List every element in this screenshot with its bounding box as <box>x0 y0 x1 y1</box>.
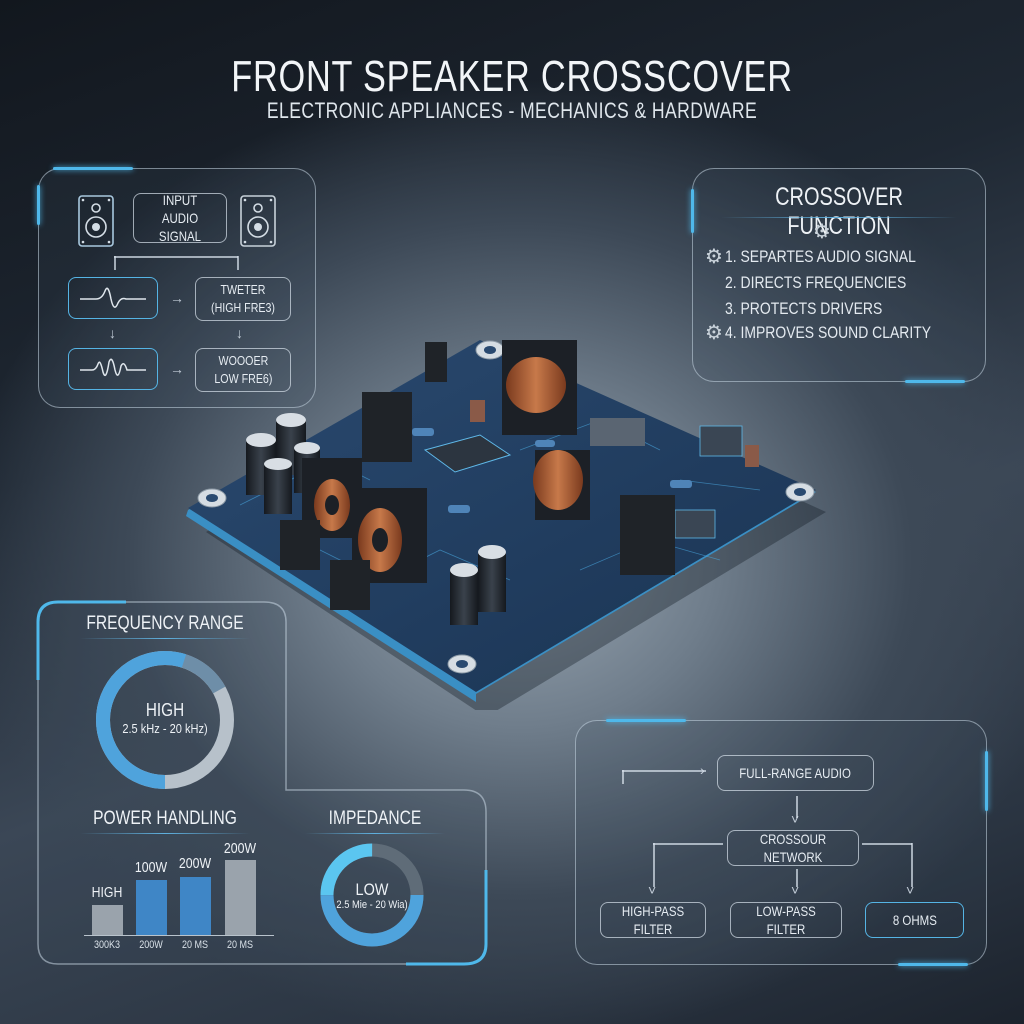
specs-panel-frame <box>36 600 488 966</box>
crossover-function-title: CROSSOVER FUNCTION <box>775 183 903 240</box>
waveform-icon <box>80 287 146 308</box>
bar <box>92 905 123 935</box>
arrow-right-icon: → <box>170 361 184 377</box>
arrow-down-icon: ˅ <box>906 882 915 898</box>
crossover-network-panel <box>575 719 988 966</box>
impedance-range-text: 2.5 Mie - 20 Wia) <box>336 899 408 911</box>
high-pass-filter-box: HIGH-PASS FILTER <box>600 902 706 938</box>
bar-value-label: 100W <box>134 859 168 876</box>
impedance-value: LOW <box>355 880 389 899</box>
arrow-down-icon: ˅ <box>648 882 657 898</box>
frequency-range-title: FREQUENCY RANGE <box>86 613 244 634</box>
function-item: 3. PROTECTS DRIVERS <box>725 299 883 318</box>
bar <box>136 880 167 935</box>
gear-icon: ⚙ <box>705 322 723 344</box>
frequency-value: HIGH <box>145 700 185 720</box>
connector-line <box>114 256 238 258</box>
crossover-function-panel: CROSSOVER FUNCTION ⚙ ⚙ 1. SEPARTES AUDIO… <box>691 168 986 383</box>
baseline <box>84 934 274 936</box>
power-handling-title: POWER HANDLING <box>93 808 237 829</box>
bar-value-label: 200W <box>223 840 257 857</box>
high-waveform-box <box>68 277 158 319</box>
title-divider <box>80 638 250 639</box>
circuit-board-illustration <box>186 340 826 710</box>
crossover-network-box: CROSSOUR NETWORK <box>727 830 859 866</box>
low-waveform-box <box>68 348 158 390</box>
arrow-right-icon: → <box>170 290 184 306</box>
page-title: FRONT SPEAKER CROSSCOVER <box>231 52 793 101</box>
arrow-down-icon: ↓ <box>236 325 243 341</box>
connector-line <box>796 796 798 818</box>
speaker-icon <box>240 195 276 247</box>
connector-line <box>862 843 912 845</box>
arrow-down-icon: ˅ <box>791 811 800 827</box>
function-item: 4. IMPROVES SOUND CLARITY <box>725 323 932 342</box>
woofer-box: WOOOER LOW FRE6) <box>195 348 291 392</box>
low-pass-filter-box: LOW-PASS FILTER <box>730 902 842 938</box>
power-bar-chart <box>84 855 274 936</box>
bar-value-label: HIGH <box>91 884 123 901</box>
bar <box>180 877 211 935</box>
bar-category-label: 200W <box>139 939 163 951</box>
bar-category-label: 20 MS <box>181 939 209 951</box>
frequency-range-text: 2.5 kHz - 20 kHz) <box>122 721 208 736</box>
connector-line <box>237 256 239 270</box>
function-item: 1. SEPARTES AUDIO SIGNAL <box>725 247 916 266</box>
signal-flow-panel <box>37 167 316 408</box>
gear-icon: ⚙ <box>705 246 723 268</box>
arrow-down-icon: ↓ <box>109 325 116 341</box>
arrow-down-icon: ˅ <box>791 882 800 898</box>
connector-line <box>911 843 913 887</box>
connector-line <box>653 843 723 845</box>
impedance-ohms-box: 8 OHMS <box>865 902 964 938</box>
bar-category-label: 20 MS <box>226 939 254 951</box>
connector-line <box>796 869 798 887</box>
bar <box>225 860 256 935</box>
title-divider <box>305 833 445 834</box>
impedance-donut-chart <box>320 843 424 947</box>
title-divider <box>721 217 957 218</box>
connector-line <box>653 843 655 887</box>
frequency-donut-chart <box>96 651 234 789</box>
bar-category-label: 300K3 <box>93 939 121 951</box>
tweeter-box: TWETER (HIGH FRE3) <box>195 277 291 321</box>
input-audio-signal-box: INPUT AUDIO SIGNAL <box>133 192 227 244</box>
waveform-icon <box>80 358 146 377</box>
speaker-icon <box>78 195 114 247</box>
gear-icon: ⚙ <box>813 221 831 243</box>
connector-line <box>622 770 706 772</box>
page-subtitle: ELECTRONIC APPLIANCES - MECHANICS & HARD… <box>266 98 758 123</box>
title-divider <box>80 833 250 834</box>
impedance-title: IMPEDANCE <box>328 808 422 829</box>
function-item: 2. DIRECTS FREQUENCIES <box>725 273 907 292</box>
connector-line <box>114 256 116 270</box>
bar-value-label: 200W <box>178 855 212 872</box>
arrow-right-icon: › <box>700 762 705 778</box>
full-range-audio-box: FULL-RANGE AUDIO <box>717 755 874 791</box>
connector-line <box>622 770 624 784</box>
